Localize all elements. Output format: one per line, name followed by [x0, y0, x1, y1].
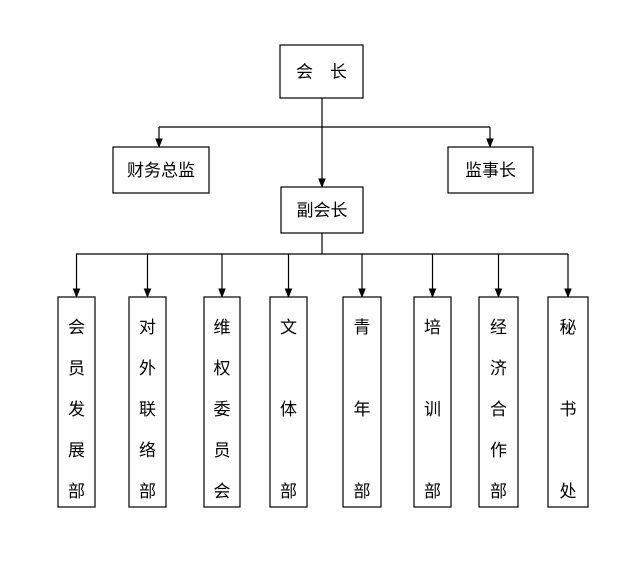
- department-label: 经济合作部: [490, 318, 507, 502]
- department-box: 会员发展部: [57, 296, 96, 508]
- department-label: 维权委员会: [214, 318, 231, 502]
- department-label: 对外联络部: [139, 318, 156, 502]
- department-label: 秘书处: [560, 318, 577, 502]
- department-label: 文体部: [280, 318, 297, 502]
- department-label: 青年部: [354, 318, 371, 502]
- connectors: [72, 98, 572, 298]
- department-label: 会员发展部: [68, 318, 85, 502]
- department-box: 文体部: [269, 296, 308, 508]
- department-box: 经济合作部: [478, 296, 519, 508]
- department-box: 青年部: [342, 296, 382, 508]
- president-box: 会 长: [279, 44, 364, 99]
- department-box: 培训部: [413, 296, 452, 508]
- department-box: 秘书处: [547, 296, 589, 508]
- finance-director-label: 财务总监: [127, 161, 195, 181]
- department-box: 维权委员会: [203, 296, 241, 508]
- vice-president-box: 副会长: [280, 186, 364, 234]
- chief-supervisor-box: 监事长: [447, 146, 534, 194]
- department-label: 培训部: [424, 318, 441, 502]
- departments: 会员发展部 对外联络部 维权委员会 文体部 青年部 培训部 经济合作部 秘书处: [57, 296, 589, 508]
- department-box: 对外联络部: [128, 296, 167, 508]
- department-connectors: [72, 254, 572, 298]
- president-label: 会 长: [296, 63, 347, 83]
- chief-supervisor-label: 监事长: [465, 161, 516, 181]
- vice-president-label: 副会长: [297, 201, 348, 221]
- finance-director-box: 财务总监: [112, 146, 210, 194]
